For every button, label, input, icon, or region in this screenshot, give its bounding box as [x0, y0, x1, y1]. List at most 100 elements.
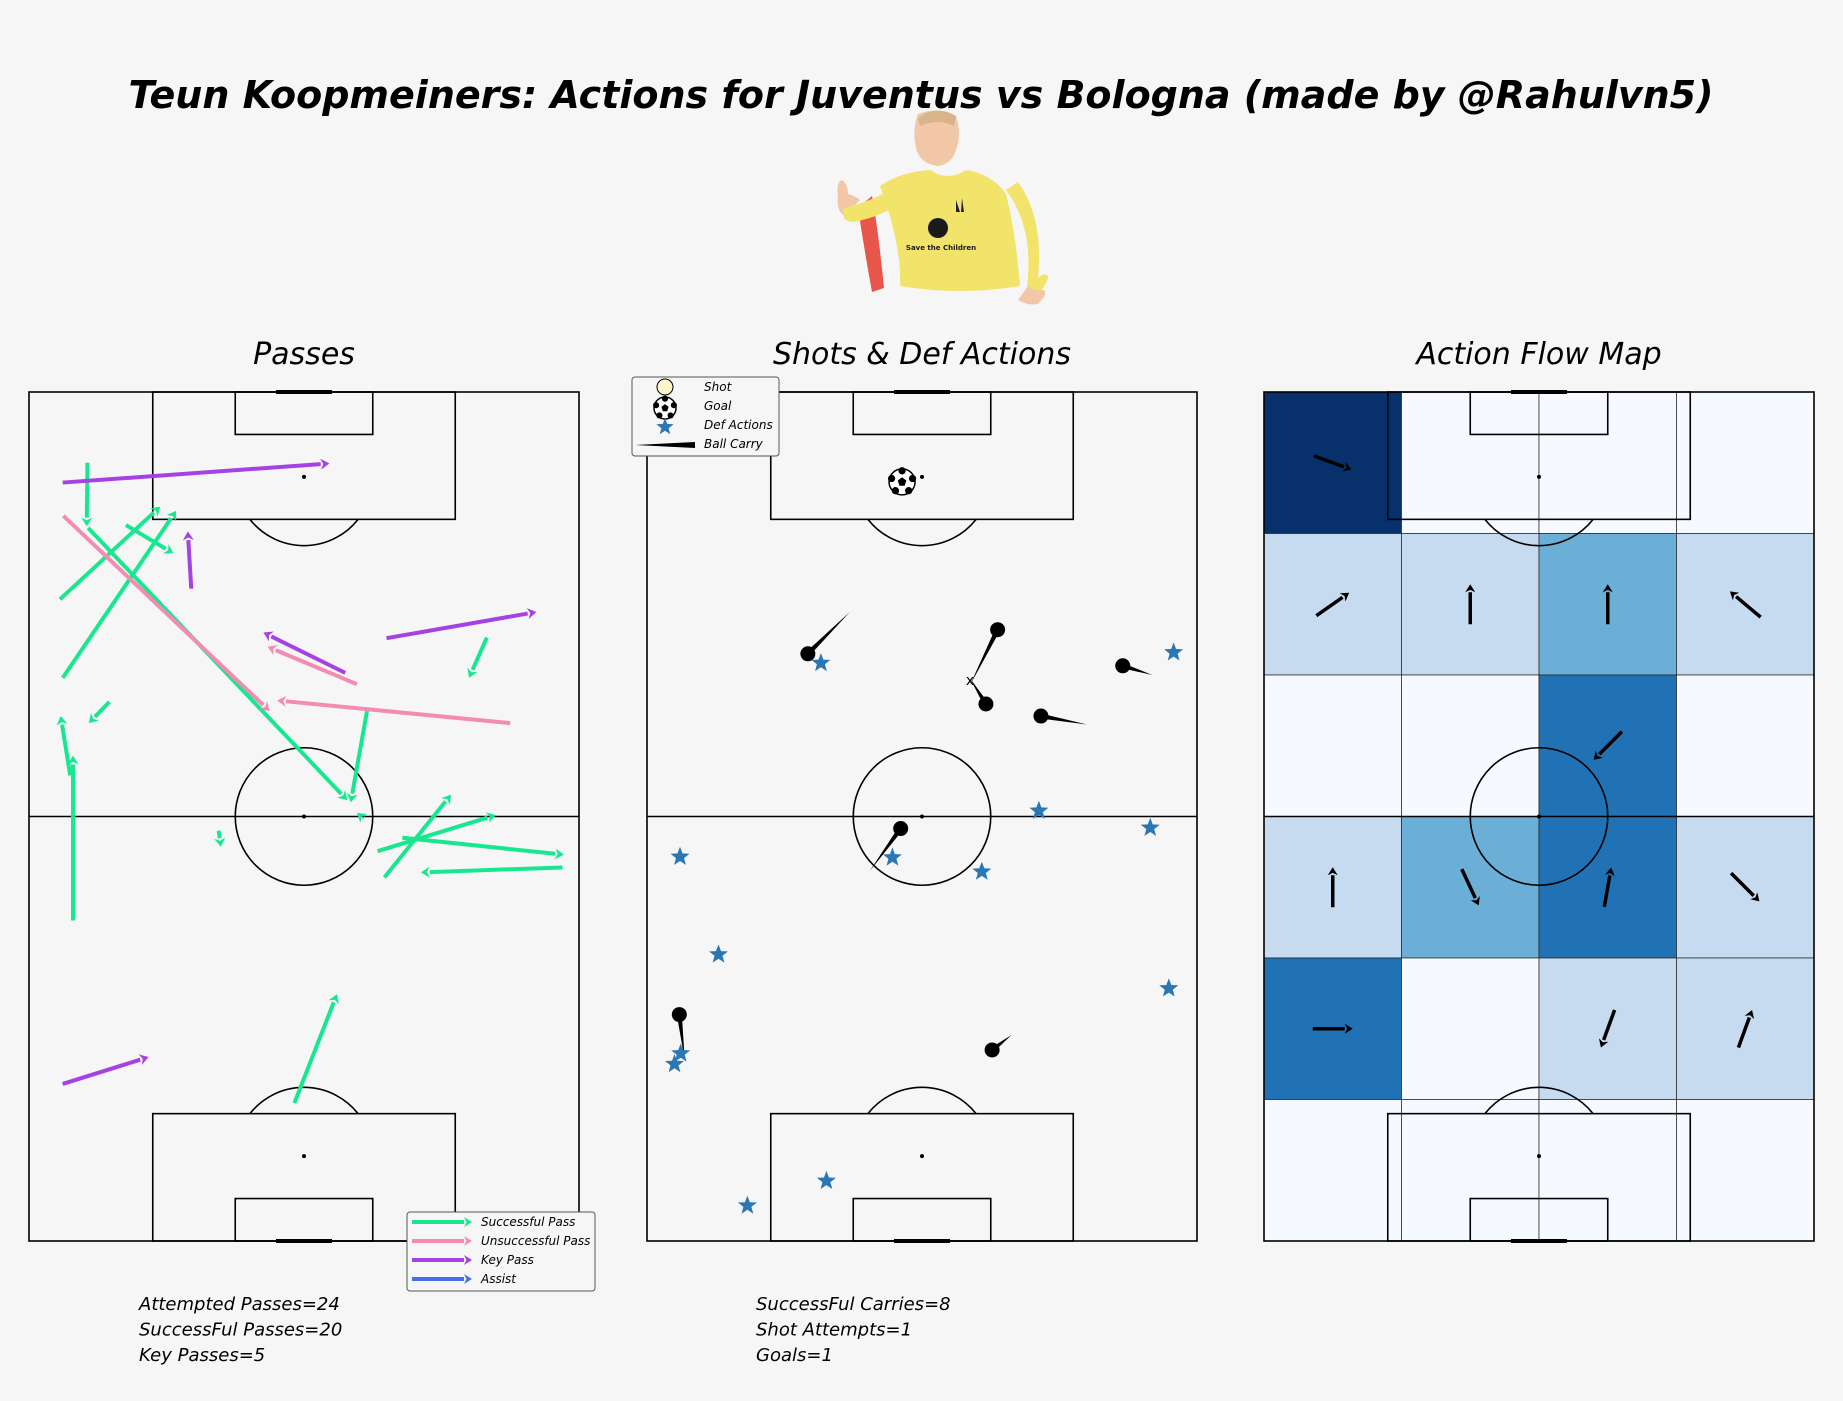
passes-legend-label: Key Pass [481, 1253, 534, 1267]
heatmap-cell [1676, 1099, 1815, 1242]
football-patch [653, 402, 660, 409]
flow-arrow-head [1344, 1023, 1353, 1034]
ball-carry-start [800, 646, 816, 662]
flow-arrow-head [1750, 892, 1760, 902]
ball-carry-start [984, 1042, 1000, 1058]
passes-title: Passes [253, 337, 355, 372]
flow-arrow-shaft [1602, 1009, 1617, 1041]
pass-arrow-successful-shaft [216, 830, 222, 839]
ball-carry-start [990, 622, 1006, 638]
pass-arrow-key_pass-head [320, 458, 330, 470]
shots-legend-label: Goal [704, 399, 732, 413]
pass-arrow-key_pass-shaft [270, 634, 347, 675]
football-patch [887, 474, 896, 483]
def-action-star [737, 1195, 757, 1214]
pass-arrow-successful-shaft [376, 815, 488, 854]
ball-carry-trail [806, 612, 850, 656]
pass-arrow-unsuccessful-shaft [61, 514, 265, 707]
penalty-spot-bottom [920, 1154, 924, 1159]
flow-arrow-shaft [1602, 875, 1612, 908]
def-action-star [709, 944, 728, 963]
pass-arrow-successful-head [81, 517, 93, 527]
centre-circle [852, 746, 992, 887]
football-patch [670, 402, 677, 409]
penalty-arc-top [1484, 518, 1594, 547]
football-patch [908, 474, 917, 483]
pass-arrow-successful-head [166, 510, 177, 522]
football-patch [891, 487, 900, 495]
legend-def-icon [656, 418, 674, 435]
def-action-star [670, 846, 690, 865]
legend-arrow-head [464, 1274, 472, 1284]
six-yard-box-top [234, 391, 374, 436]
def-action-star [671, 1043, 691, 1062]
pass-arrow-successful-head [337, 790, 348, 801]
legend-shot-icon [656, 378, 674, 396]
flow-pitch [1263, 390, 1815, 1243]
penalty-arc-top [867, 518, 977, 547]
pass-arrow-successful-head [485, 812, 496, 823]
ball-carry-start [1115, 658, 1131, 674]
football-patch [667, 412, 674, 419]
passes-legend-label: Successful Pass [481, 1215, 575, 1229]
ball-carry-start [978, 696, 994, 712]
player-photo: Save the Children [837, 110, 1048, 305]
flow-arrow-shaft [1460, 868, 1477, 899]
centre-spot [302, 814, 306, 819]
pass-arrow-key_pass-head [182, 531, 194, 541]
six-yard-box-bottom [234, 1197, 374, 1242]
flow-arrow-head [1593, 750, 1603, 760]
pass-arrow-unsuccessful-head [267, 645, 278, 656]
pass-arrow-successful-shaft [470, 636, 489, 671]
ball-carry-trail [970, 628, 1000, 685]
six-yard-box-bottom [852, 1197, 992, 1242]
shot-marker-x: x [966, 673, 974, 689]
pass-arrow-key_pass-shaft [386, 611, 529, 641]
pass-arrow-key_pass-shaft [62, 1057, 141, 1086]
penalty-spot-bottom [302, 1154, 306, 1159]
passes-stat-0: Attempted Passes=24 [138, 1294, 340, 1315]
pass-arrow-key_pass-shaft [62, 462, 321, 485]
heatmap-cell [1676, 391, 1815, 534]
flow-arrow-shaft [1598, 730, 1624, 756]
heatmap-cell [1401, 957, 1540, 1100]
flow-panel: Action Flow Map [1263, 337, 1815, 1243]
pass-arrow-successful-head [150, 506, 161, 517]
pass-arrow-successful-head [420, 866, 430, 878]
flow-title: Action Flow Map [1414, 337, 1661, 372]
penalty-spot-top [920, 474, 924, 479]
flow-arrow-head [1602, 584, 1613, 593]
pass-arrow-successful-head [554, 848, 564, 860]
penalty-arc-bottom [249, 1086, 359, 1115]
ball-carry-start [893, 821, 909, 837]
heatmap-cell [1401, 1099, 1540, 1242]
penalty-box-top [151, 391, 457, 521]
pass-arrow-successful-head [328, 994, 339, 1005]
pass-arrow-unsuccessful-shaft [285, 699, 511, 726]
pass-arrow-successful-head [67, 755, 79, 765]
flow-arrow-shaft [1313, 454, 1345, 469]
football-patch [898, 467, 906, 475]
heatmap-cell [1401, 674, 1540, 817]
pass-arrow-successful-shaft [84, 462, 90, 518]
pass-arrow-key_pass-head [263, 631, 274, 642]
passes-stat-1: SuccessFul Passes=20 [139, 1320, 342, 1341]
football-patch [905, 487, 913, 495]
jersey-text: Save the Children [906, 244, 976, 252]
centre-circle [234, 746, 374, 887]
football-patch [661, 404, 669, 412]
def-action-star [1164, 642, 1184, 661]
flow-arrow-head [1339, 592, 1350, 602]
penalty-arc-top [249, 518, 359, 547]
pass-arrow-successful-shaft [292, 1001, 336, 1104]
ball-carry-start [671, 1007, 687, 1023]
legend-arrow-head [464, 1217, 472, 1227]
shots-stat-0: SuccessFul Carries=8 [756, 1294, 951, 1315]
heatmap-cell [1676, 674, 1815, 817]
def-action-star [816, 1170, 836, 1189]
flow-arrow-head [1598, 1038, 1609, 1048]
flow-arrow-shaft [1729, 871, 1755, 897]
